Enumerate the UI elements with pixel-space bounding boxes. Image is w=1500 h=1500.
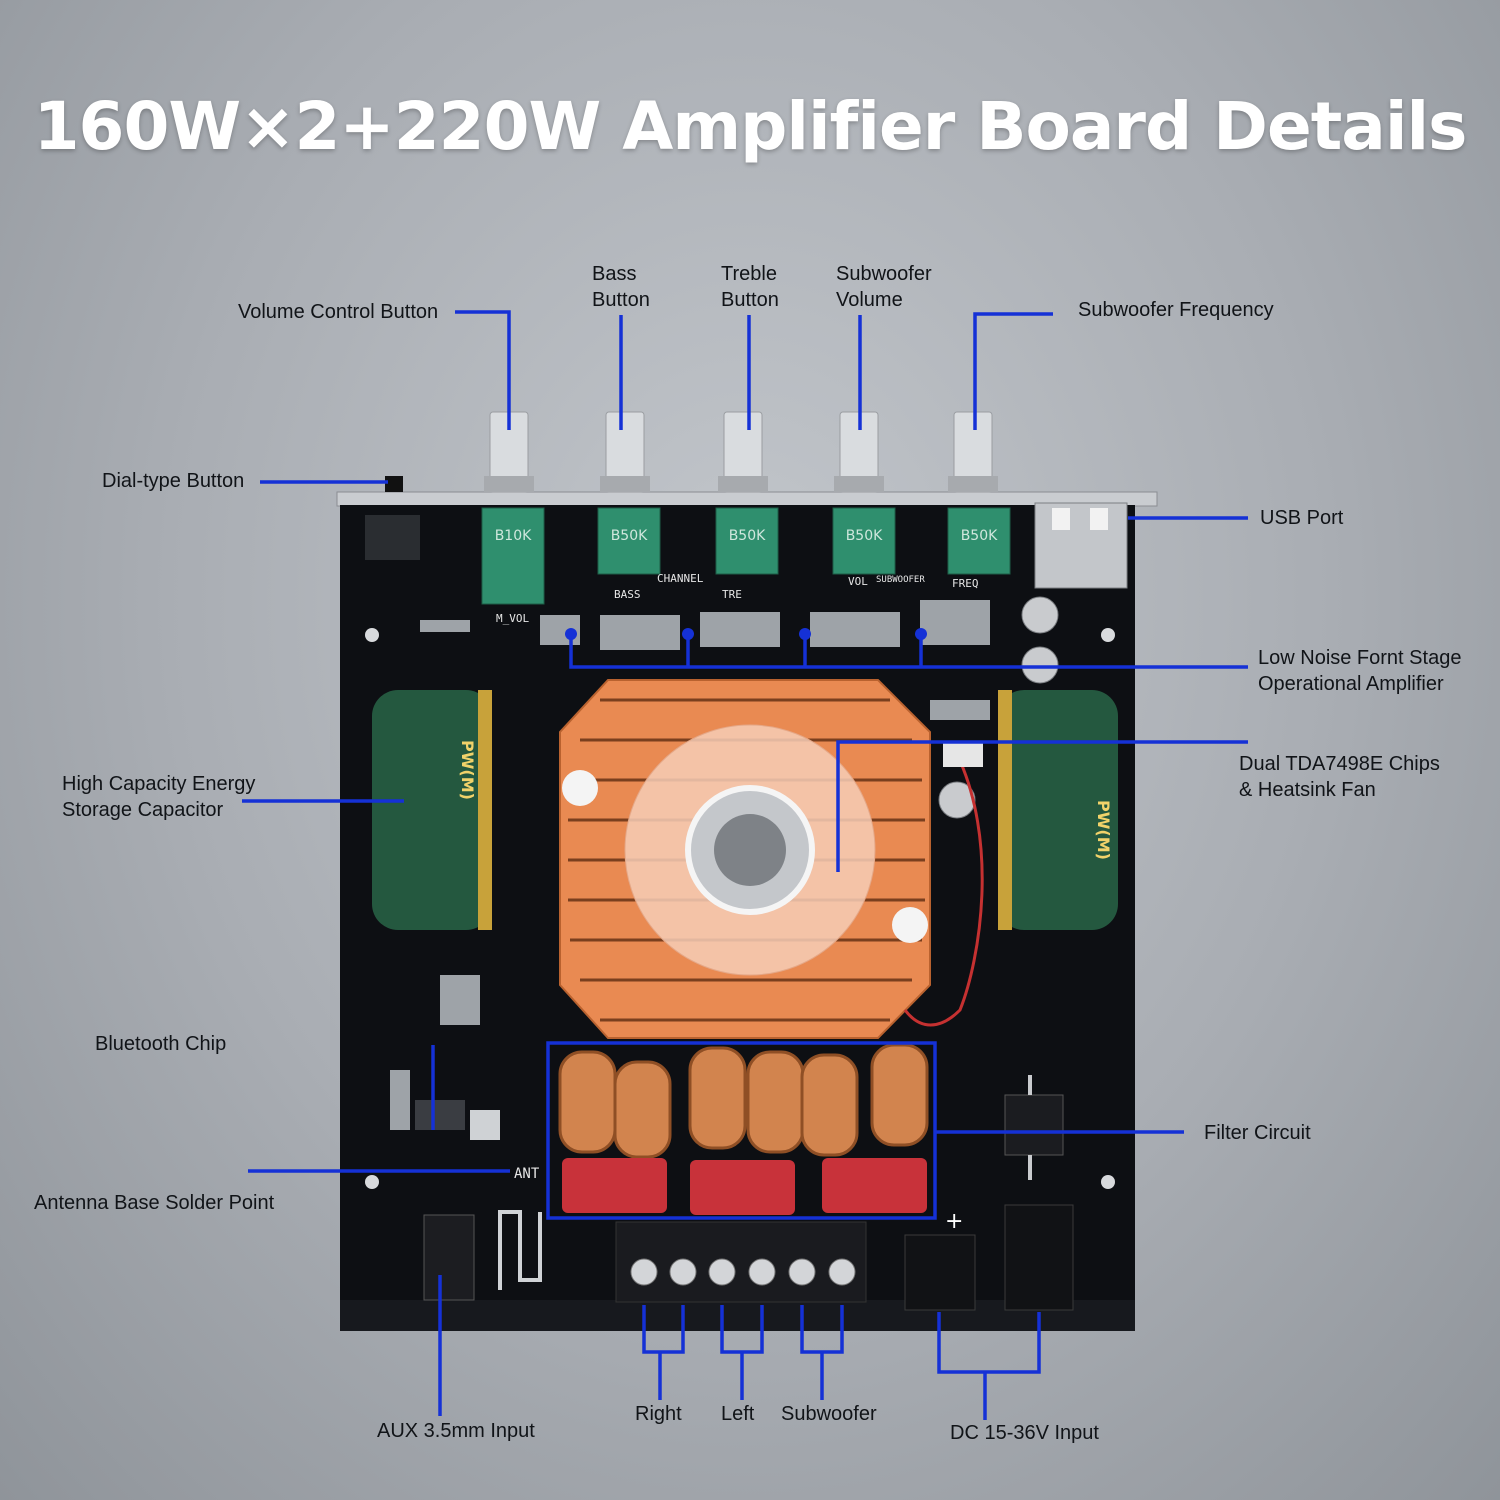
label-volume-control: Volume Control Button [238,301,439,323]
usb-connector [1034,502,1128,589]
page-title: 160W×2+220W Amplifier Board Details [33,88,1468,165]
label-dc-input: DC 15-36V Input [950,1422,1099,1444]
knob-sub-frequency [948,411,998,493]
capacitor-mark: PW(M) [1094,800,1113,860]
antenna-trace [498,1210,542,1290]
mount-hole [1101,628,1115,642]
label-right: Right [635,1403,682,1425]
label-usb-port: USB Port [1260,507,1344,529]
aux-jack [423,1214,475,1301]
silk-label: VOL [848,575,868,588]
label-filter-circuit: Filter Circuit [1204,1122,1311,1144]
knob-volume [484,411,534,493]
silk-label: TRE [722,588,742,601]
smd-components [365,515,990,1140]
leader-dots [565,628,927,640]
potentiometers [481,507,1011,605]
pot-mark: B50K [961,528,998,544]
filter-capacitors [562,1158,927,1215]
label-dial-type-button: Dial-type Button [102,470,245,492]
svg-text:+: + [945,1209,963,1234]
knob-treble [718,411,768,493]
pot-mark: B50K [729,528,766,544]
label-dual-chips-fan: Dual TDA7498E Chips& Heatsink Fan [1239,753,1440,801]
leader-lines [242,310,1248,1420]
label-left: Left [721,1403,755,1425]
silk-label: BASS [614,588,641,601]
mount-hole [1101,1175,1115,1189]
dc-jack [1004,1204,1074,1311]
pot-mark: B50K [846,528,883,544]
heatsink-fan [624,724,876,976]
large-capacitor-right [998,690,1118,930]
mount-hole [365,1175,379,1189]
silk-label: ANT [514,1166,540,1182]
label-aux-input: AUX 3.5mm Input [377,1420,535,1442]
speaker-terminals [615,1221,867,1303]
silk-label: M_VOL [496,612,529,625]
label-subwoofer: Subwoofer [781,1403,877,1425]
silk-label: SUBWOOFER [876,575,925,585]
filter-inductors [558,1043,929,1159]
label-antenna-base: Antenna Base Solder Point [34,1192,275,1214]
metal-bracket [336,491,1158,507]
dial-switch [385,476,403,492]
mount-hole [365,628,379,642]
silk-label: FREQ [952,577,979,590]
label-subwoofer-frequency: Subwoofer Frequency [1078,299,1274,321]
knob-bass [600,411,650,493]
dc-terminal [904,1234,976,1311]
pot-mark: B50K [611,528,648,544]
knobs [484,411,998,493]
label-bluetooth-chip: Bluetooth Chip [95,1033,227,1055]
large-capacitor-left [372,690,492,930]
pot-mark: B10K [495,528,532,544]
silk-label: CHANNEL [657,572,704,585]
capacitor-mark: PW(M) [458,740,477,800]
knob-sub-volume [834,411,884,493]
